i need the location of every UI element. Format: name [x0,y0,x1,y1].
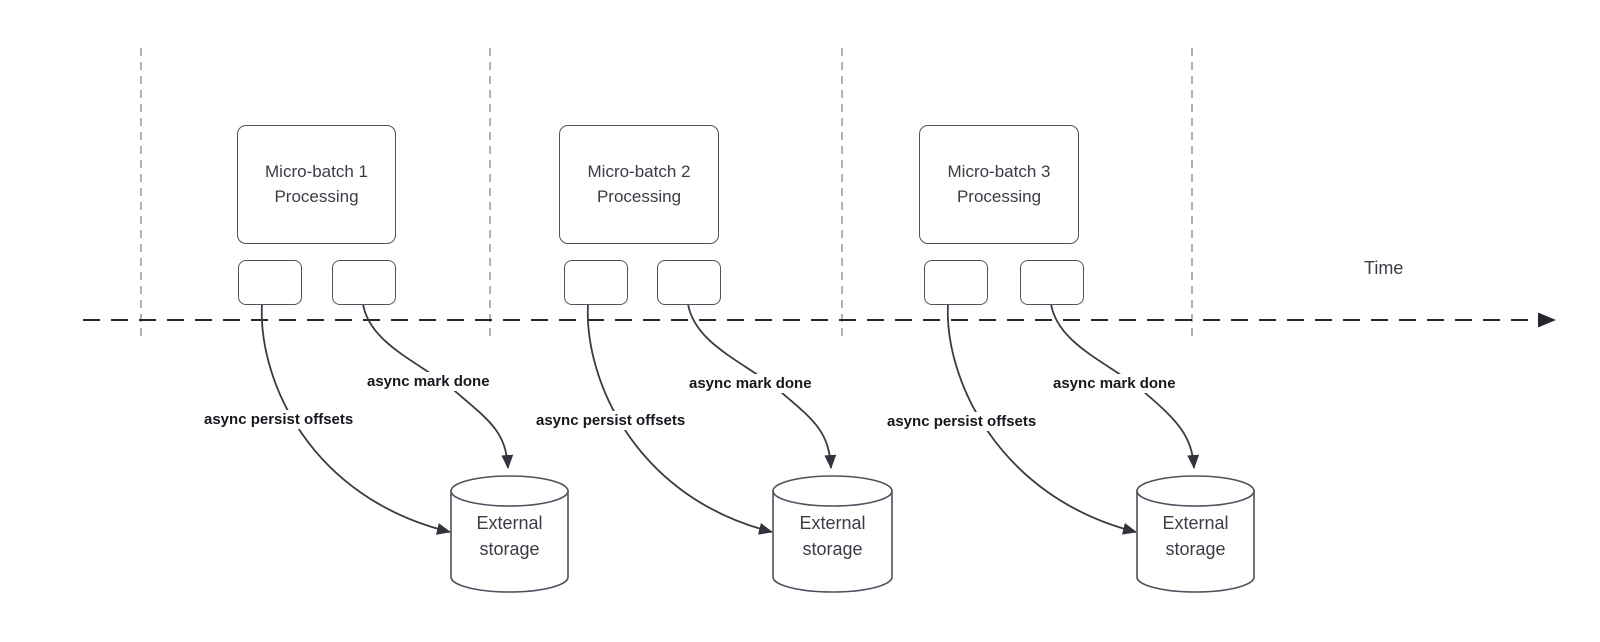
micro-batch-2-task-box-1 [564,260,628,305]
async-persist-offsets-label-3: async persist offsets [884,412,1040,431]
micro-batch-3-task-box-1 [924,260,988,305]
async-mark-done-label-1: async mark done [364,372,493,391]
async-mark-done-label-2: async mark done [686,374,815,393]
async-mark-done-label-3: async mark done [1050,374,1179,393]
storage-cylinder-1 [450,475,569,593]
micro-batch-2-task-box-2 [657,260,721,305]
external-storage-label-2: External storage [799,513,866,560]
micro-batch-1-task-box-1 [238,260,302,305]
curve-persist-offsets-1 [260,303,451,535]
micro-batch-3-task-box-2 [1020,260,1084,305]
curve-mark-done-1 [362,303,514,469]
async-persist-offsets-label-1: async persist offsets [201,410,357,429]
micro-batch-1-processing-box: Micro-batch 1 Processing [237,125,396,244]
time-axis-label: Time [1364,258,1404,278]
async-persist-offsets-label-2: async persist offsets [533,411,689,430]
external-storage-label-3: External storage [1162,513,1229,560]
external-storage-label-1: External storage [476,513,543,560]
micro-batch-3-processing-box: Micro-batch 3 Processing [919,125,1079,244]
micro-batch-1-task-box-2 [332,260,396,305]
curve-persist-offsets-3 [946,303,1137,535]
micro-batch-2-processing-box: Micro-batch 2 Processing [559,125,719,244]
time-axis-arrowhead-icon [1538,312,1556,328]
curve-persist-offsets-2 [586,303,773,535]
storage-cylinder-2 [772,475,893,593]
storage-cylinder-3 [1136,475,1255,593]
